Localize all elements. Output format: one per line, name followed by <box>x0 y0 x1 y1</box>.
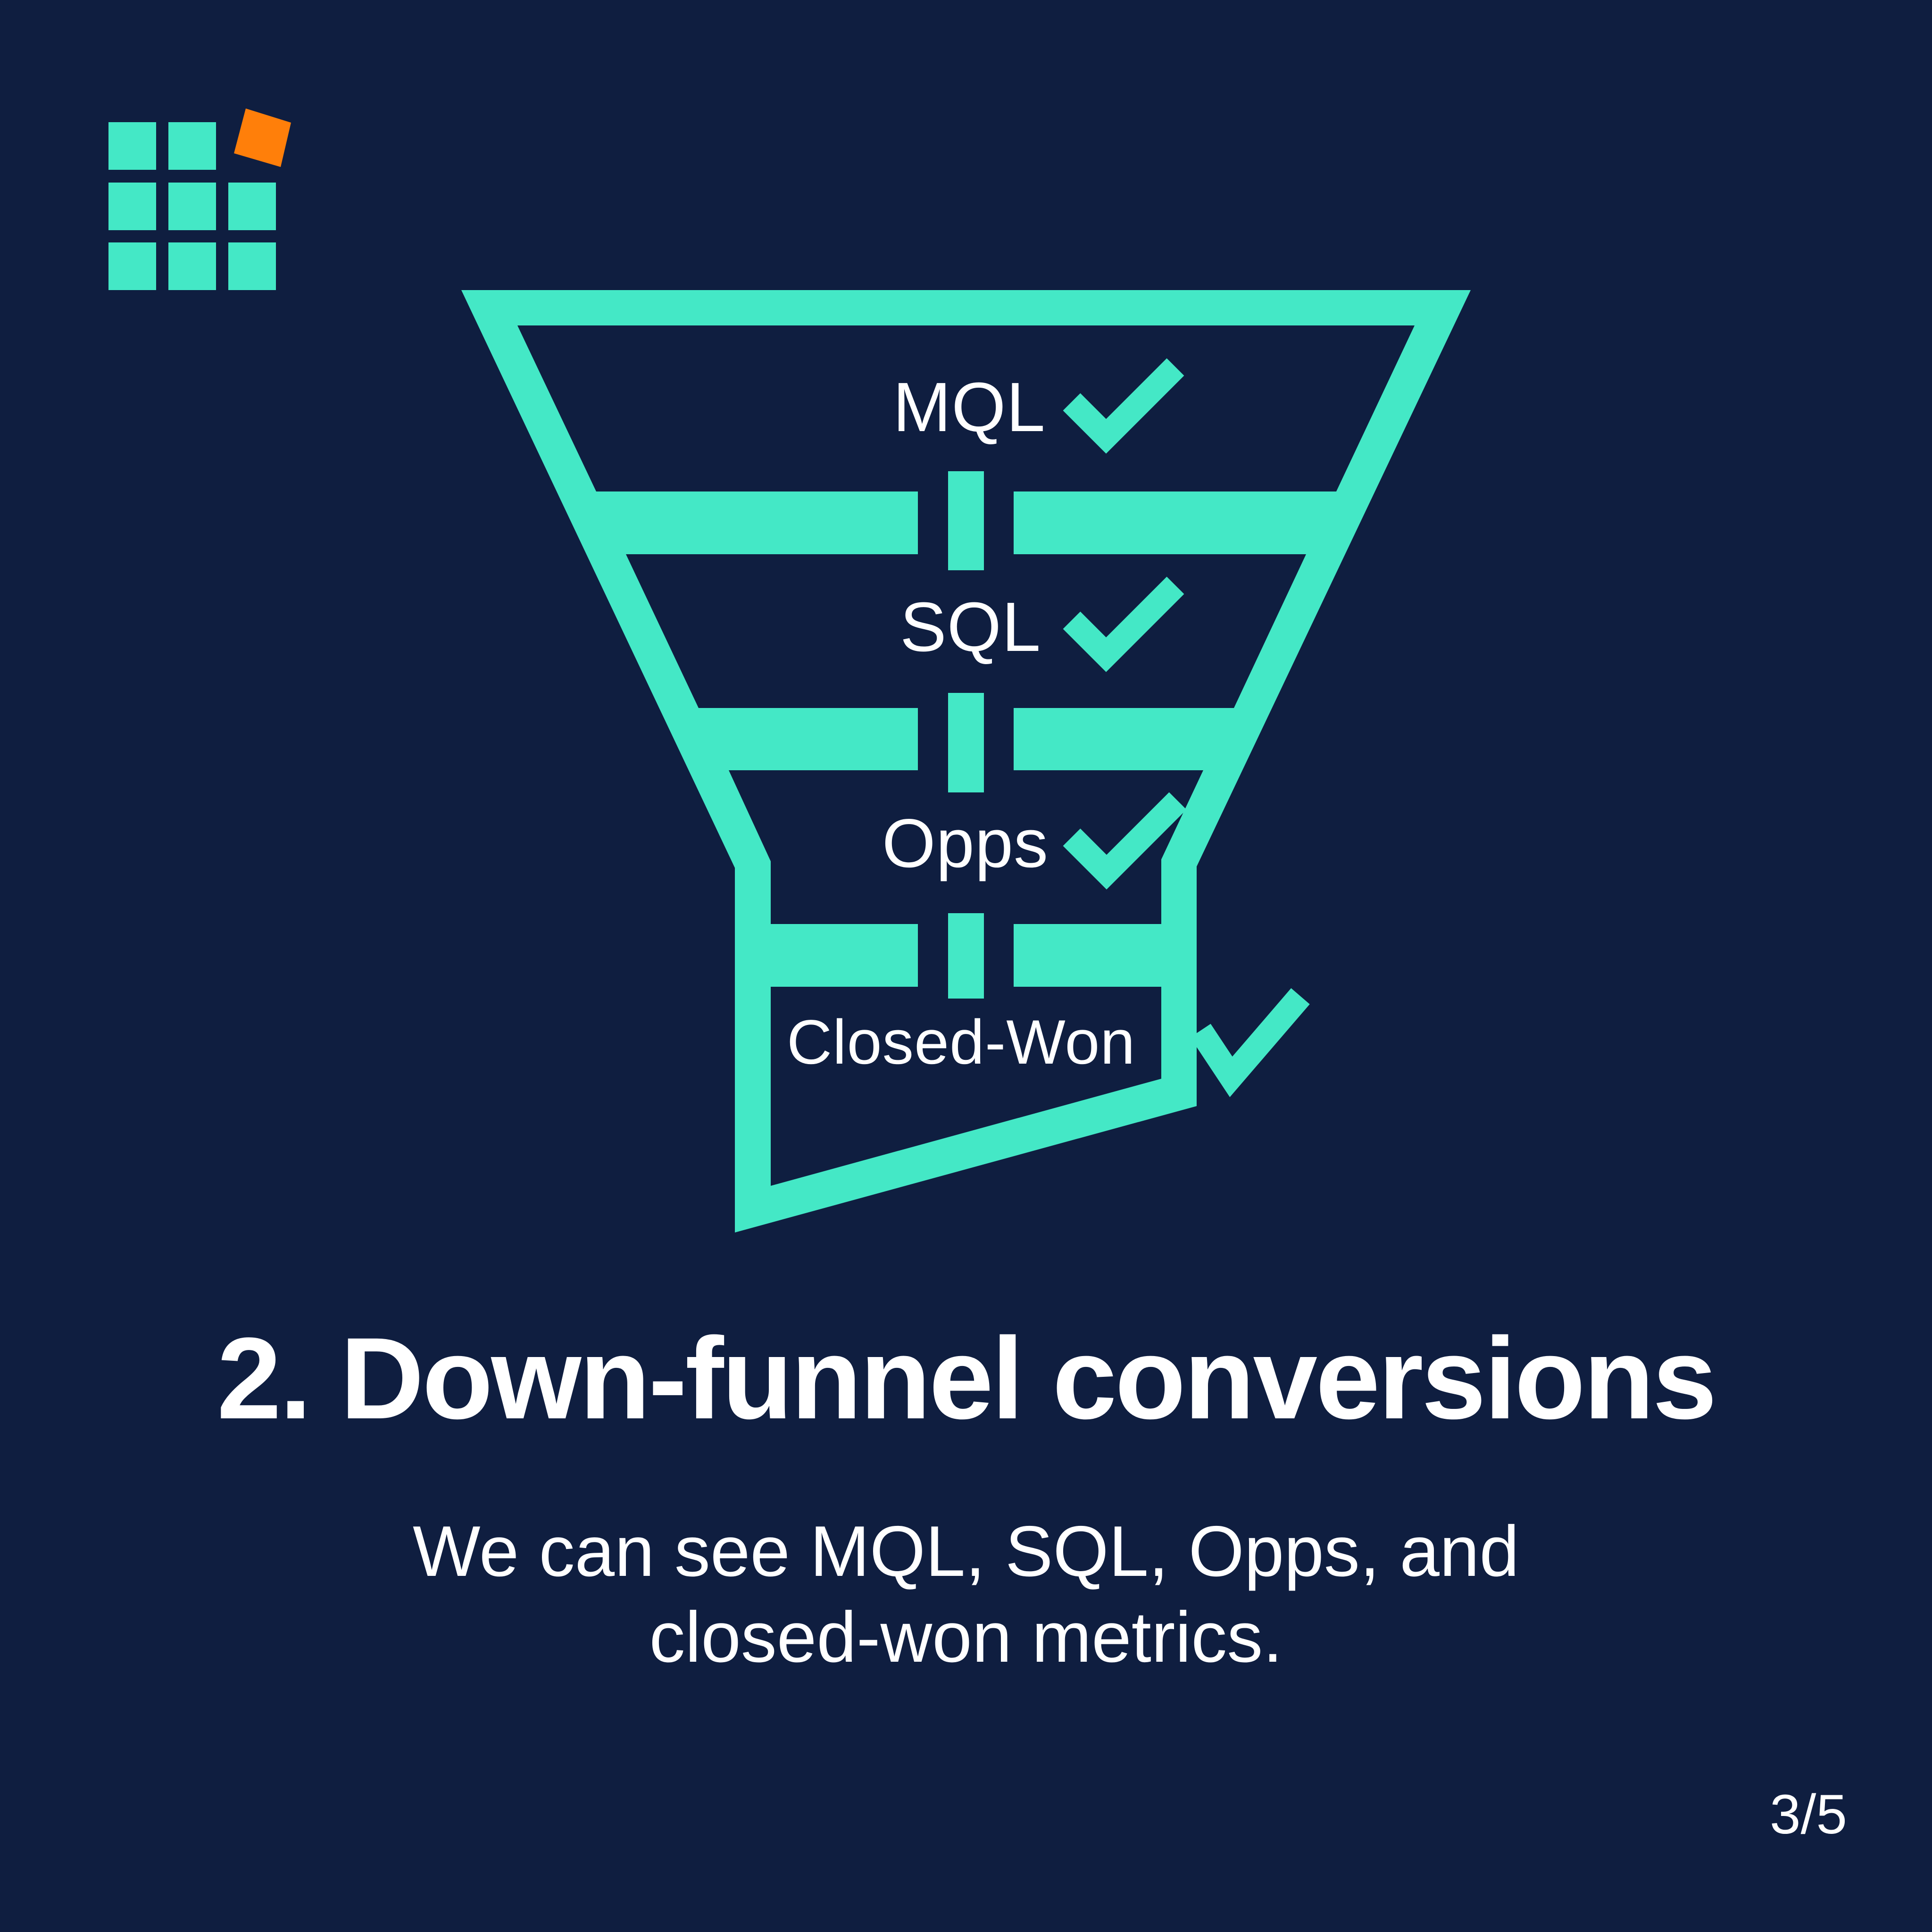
check-icon-sql <box>1063 576 1184 672</box>
page-indicator: 3/5 <box>1769 1783 1847 1846</box>
check-icon-opps <box>1063 792 1187 890</box>
check-icon-closed-won <box>1190 988 1310 1098</box>
check-icon-mql <box>1063 358 1184 454</box>
tilted-orange-square <box>234 108 291 167</box>
grid-logo-icon <box>108 108 291 290</box>
stage-label-mql: MQL <box>893 368 1046 446</box>
slide-title: 2. Down-funnel conversions <box>217 1314 1717 1443</box>
stage-label-sql: SQL <box>900 588 1041 666</box>
description-line-2: closed-won metrics. <box>649 1597 1283 1677</box>
description-line-1: We can see MQL, SQL, Opps, and <box>413 1511 1519 1591</box>
connector-3 <box>948 913 984 999</box>
funnel-frame <box>461 290 1471 1232</box>
stage-label-opps: Opps <box>882 805 1049 882</box>
connector-2 <box>948 693 984 792</box>
slide-description: We can see MQL, SQL, Opps, and closed-wo… <box>0 1508 1932 1680</box>
stage-label-closed-won: Closed-Won <box>787 1008 1136 1077</box>
connector-1 <box>948 471 984 570</box>
